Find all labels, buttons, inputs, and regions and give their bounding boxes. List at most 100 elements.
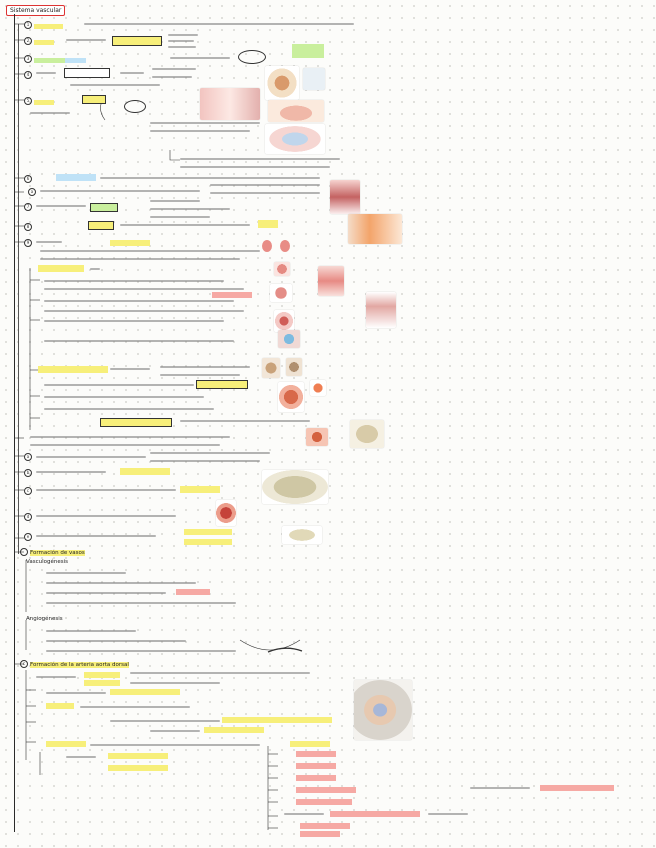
handwriting — [44, 384, 194, 386]
note-line: 2 — [24, 37, 54, 46]
note-line: 4 — [24, 71, 34, 80]
arch-artery-image — [366, 292, 396, 328]
handwriting — [30, 436, 230, 438]
highlight-box — [56, 174, 96, 181]
highlight-box — [330, 811, 420, 817]
note-line: d — [24, 513, 34, 522]
boxed-term — [88, 221, 114, 230]
handwriting — [150, 216, 210, 218]
highlight-box — [258, 220, 278, 228]
oval-term — [124, 100, 146, 113]
handwriting — [110, 368, 150, 370]
highlight-box — [110, 240, 150, 246]
handwriting — [44, 288, 244, 290]
handwriting — [150, 208, 230, 210]
bone-image — [282, 526, 322, 544]
handwriting — [180, 420, 310, 422]
heart-detail-image — [310, 380, 326, 396]
heart-photo — [286, 358, 302, 376]
highlight-box — [204, 727, 264, 733]
handwriting — [46, 602, 236, 604]
highlight-box — [296, 787, 356, 793]
handwriting — [152, 76, 192, 78]
handwriting — [150, 730, 200, 732]
note-line: e — [24, 533, 34, 542]
highlight-box — [296, 799, 352, 805]
highlight-box — [300, 823, 350, 829]
highlight-box — [46, 741, 86, 747]
handwriting — [46, 582, 196, 584]
highlight-box — [184, 529, 232, 535]
handwriting — [170, 57, 230, 59]
handwriting — [210, 192, 320, 194]
handwriting — [284, 813, 324, 815]
skull-cast-image — [350, 420, 384, 448]
handwriting — [168, 34, 198, 36]
highlight-box — [120, 468, 170, 475]
note-line: 7 — [24, 203, 34, 212]
highlight-box — [184, 539, 232, 545]
handwriting — [44, 340, 234, 342]
section-vasculogenesis: Vasculogénesis — [26, 559, 68, 566]
handwriting — [36, 241, 62, 243]
highlight-box — [46, 703, 74, 709]
note-line: a — [24, 453, 34, 462]
heart-valves-image — [278, 382, 304, 412]
handwriting — [30, 112, 70, 114]
note-line: 3 — [24, 55, 86, 64]
handwriting — [36, 72, 56, 74]
heart-photo — [216, 500, 236, 526]
handwriting — [120, 224, 250, 226]
embryo-icon — [262, 240, 272, 252]
handwriting — [44, 320, 224, 322]
note-line: 1 — [24, 21, 63, 30]
handwriting — [210, 184, 320, 186]
note-line: 8 — [24, 223, 34, 232]
handwriting — [46, 572, 126, 574]
handwriting — [100, 177, 320, 179]
vertebra-image — [262, 470, 328, 504]
embryo-section-image — [354, 680, 412, 740]
cross-section-image — [265, 124, 325, 154]
heart-section-image — [270, 284, 292, 302]
section-angiogenesis: Angiogénesis — [26, 616, 63, 623]
handwriting — [130, 682, 220, 684]
handwriting — [180, 158, 340, 160]
handwriting — [150, 452, 270, 454]
handwriting — [428, 813, 468, 815]
handwriting — [46, 692, 106, 694]
boxed-term — [90, 203, 118, 212]
highlight-box — [290, 741, 330, 747]
highlight-box — [300, 831, 340, 837]
highlight-box — [296, 751, 336, 757]
handwriting — [66, 756, 96, 758]
handwriting — [80, 706, 190, 708]
handwriting — [36, 535, 156, 537]
handwriting — [150, 130, 250, 132]
highlight-box — [84, 672, 120, 678]
highlight-box — [540, 785, 614, 791]
handwriting — [150, 200, 200, 202]
section-formacion-vasos: Formación de vasos — [20, 548, 85, 557]
highlight-box — [292, 44, 324, 58]
handwriting — [168, 46, 196, 48]
highlight-box — [296, 775, 336, 781]
highlight-box — [84, 680, 120, 686]
handwriting — [66, 39, 106, 41]
aortic-arch-image — [330, 180, 360, 214]
handwriting — [36, 489, 176, 491]
handwriting — [44, 396, 204, 398]
highlight-box — [108, 753, 168, 759]
note-line: c — [24, 487, 34, 496]
handwriting — [120, 72, 144, 74]
handwriting — [160, 366, 250, 368]
handwriting — [36, 676, 76, 678]
handwriting — [152, 68, 196, 70]
boxed-term — [64, 68, 110, 78]
handwriting — [168, 40, 194, 42]
embryo-icon — [280, 240, 290, 252]
handwriting — [150, 122, 260, 124]
highlight-box — [108, 765, 168, 771]
handwriting — [180, 166, 330, 168]
